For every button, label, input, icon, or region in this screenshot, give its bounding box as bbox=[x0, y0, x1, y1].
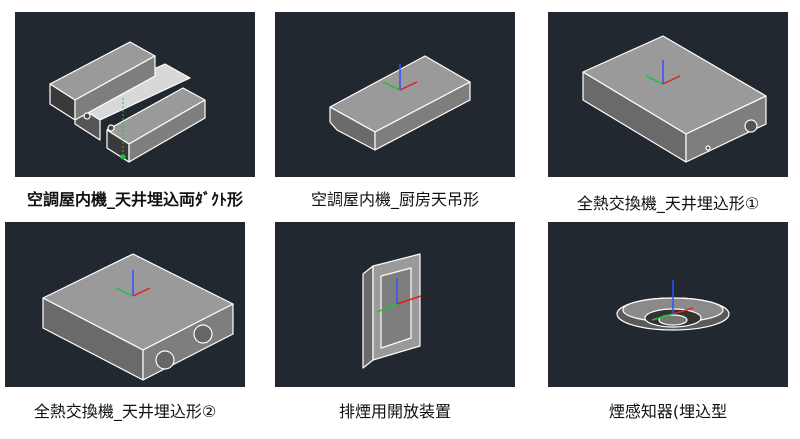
model-label-2: 空調屋内機_厨房天吊形 bbox=[310, 190, 479, 209]
heat-exchanger-1-preview bbox=[582, 35, 767, 163]
model-label-1: 空調屋内機_天井埋込両ﾀﾞｸﾄ形 bbox=[26, 190, 243, 209]
model-viewport-2[interactable] bbox=[275, 12, 515, 177]
smoke-vent-opener-preview bbox=[362, 253, 422, 369]
heat-exchanger-2-preview bbox=[42, 253, 234, 381]
smoke-detector-preview bbox=[616, 280, 730, 331]
model-viewport-3[interactable] bbox=[548, 12, 788, 177]
kitchen-ceiling-suspended-unit-preview bbox=[329, 55, 471, 151]
ceiling-duct-unit-preview bbox=[49, 41, 206, 163]
model-viewport-6[interactable] bbox=[548, 222, 788, 387]
model-label-6: 煙感知器(埋込型 bbox=[608, 402, 728, 421]
model-viewport-4[interactable] bbox=[5, 222, 245, 387]
model-label-5: 排煙用開放装置 bbox=[338, 402, 451, 421]
model-viewport-1[interactable] bbox=[15, 12, 255, 177]
model-viewport-5[interactable] bbox=[275, 222, 515, 387]
model-label-4: 全熱交換機_天井埋込形② bbox=[33, 402, 217, 421]
model-label-3: 全熱交換機_天井埋込形① bbox=[576, 194, 760, 213]
